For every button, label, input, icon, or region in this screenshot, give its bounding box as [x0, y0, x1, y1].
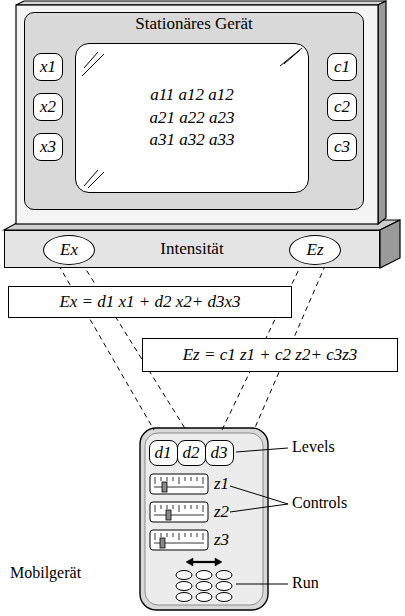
monitor-front	[16, 5, 378, 224]
node-label: d1	[155, 443, 172, 463]
symbol-box: x3	[33, 133, 63, 161]
node-label: c2	[334, 97, 350, 117]
formula-box: Ez = c1 z1 + c2 z2+ c3z3	[142, 338, 398, 372]
base-band: Intensität Ex Ez	[4, 230, 380, 268]
slider-thumbs	[160, 482, 171, 548]
callout-label: Controls	[292, 494, 347, 512]
intensity-ellipse: Ez	[289, 235, 341, 265]
symbol-box: d1	[149, 440, 178, 466]
control-symbol: z2	[214, 502, 229, 522]
device-title: Stationäres Gerät	[135, 14, 253, 34]
mobile-device: Mobilgerätd1d2d3	[140, 428, 268, 610]
node-label: Ez = c1 z1 + c2 z2+ c3z3	[183, 345, 358, 365]
slider-ticks	[154, 477, 204, 543]
matrix-row: a11 a12 a12	[150, 84, 234, 107]
node-label: x2	[40, 97, 56, 117]
monitor-side-face	[378, 1, 386, 224]
device-panel: Stationäres Gerät x1 x2 x3 a11 a12 a12a21 a2…	[24, 12, 364, 210]
node-label: Ez	[307, 240, 324, 260]
node-label: d2	[183, 443, 200, 463]
matrix-row: a21 a22 a23	[150, 107, 235, 130]
node-label: c1	[334, 57, 350, 77]
callout-label: Levels	[292, 438, 335, 456]
slider-controls	[150, 474, 208, 550]
leader-lines	[230, 448, 288, 584]
phone-inner	[145, 433, 263, 605]
node-label: x1	[40, 57, 56, 77]
symbol-box: d2	[177, 440, 206, 466]
formula-box: Ex = d1 x1 + d2 x2+ d3x3	[8, 286, 292, 318]
symbol-box: d3	[205, 440, 234, 466]
keypad	[176, 571, 232, 602]
screen: a11 a12 a12a21 a22 a23a31 a32 a33	[75, 43, 309, 193]
control-symbol: z1	[214, 474, 229, 494]
symbol-box: x1	[33, 53, 63, 81]
symbol-box: c1	[327, 53, 357, 81]
node-label: x3	[40, 137, 56, 157]
node-label: Intensität	[160, 239, 223, 259]
callout-label: Run	[292, 574, 319, 592]
node-label: Ex	[60, 240, 78, 260]
node-label: c3	[334, 137, 350, 157]
symbol-box: c2	[327, 93, 357, 121]
node-label: d3	[211, 443, 228, 463]
node-label: Ex = d1 x1 + d2 x2+ d3x3	[59, 292, 240, 312]
phone-body	[140, 428, 268, 610]
matrix-row: a31 a32 a33	[150, 129, 235, 152]
device-label: Mobilgerät	[10, 564, 81, 582]
base-side-face	[380, 220, 400, 268]
symbol-box: x2	[33, 93, 63, 121]
run-arrow	[186, 558, 222, 566]
symbol-box: c3	[327, 133, 357, 161]
intensity-ellipse: Ex	[43, 235, 95, 265]
control-symbol: z3	[214, 530, 229, 550]
